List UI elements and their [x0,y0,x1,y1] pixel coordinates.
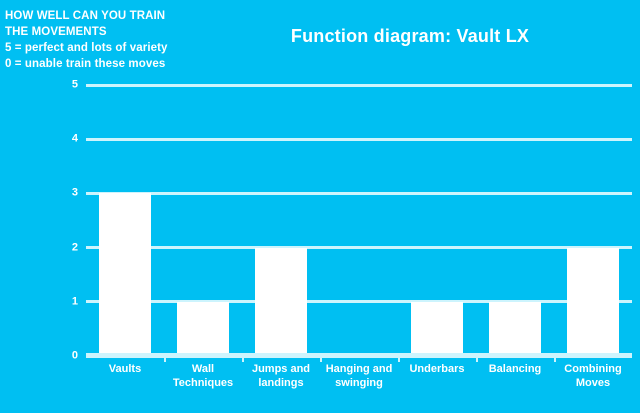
note-line-2: THE MOVEMENTS [5,26,107,38]
x-axis-category-label: Hanging and swinging [325,363,393,389]
x-axis-category-label: Balancing [488,363,542,375]
bar [177,301,229,356]
legend-note: HOW WELL CAN YOU TRAIN THE MOVEMENTS 5 =… [5,8,235,72]
x-axis-category-label: Wall Techniques [172,363,234,389]
y-axis-tick-label: 4 [71,132,78,145]
chart-title: Function diagram: Vault LX [290,26,530,46]
x-axis-tick [554,353,556,362]
gridline-4 [86,137,632,141]
gridline-3 [86,191,632,195]
y-axis-tick-label: 2 [71,241,78,254]
note-line-1: HOW WELL CAN YOU TRAIN [5,10,166,22]
bar [411,301,463,356]
bar [255,247,307,356]
y-axis-tick-label: 1 [71,295,78,308]
x-axis-line [86,353,632,357]
bar [567,247,619,356]
x-axis-tick [320,353,322,362]
note-line-3: 5 = perfect and lots of variety [5,42,168,54]
bar [99,193,151,356]
y-axis-tick-label: 5 [71,78,78,91]
bar [489,301,541,356]
x-axis-category-label: Vaults [108,363,142,375]
gridline-2 [86,246,632,250]
x-axis-category-label: Underbars [409,363,465,375]
note-line-4: 0 = unable train these moves [5,58,166,70]
y-axis-tick-label: 0 [71,349,78,362]
x-axis-tick [242,353,244,362]
gridline-5 [86,83,632,87]
y-axis-tick-label: 3 [71,186,78,199]
x-axis-tick [164,353,166,362]
gridline-1 [86,300,632,304]
x-axis-category-label: Combining Moves [564,363,622,389]
x-axis-category-label: Jumps and landings [251,363,311,389]
x-axis-tick [476,353,478,362]
x-axis-tick [398,353,400,362]
plot-area: 0 1 2 3 4 5 [72,79,632,361]
